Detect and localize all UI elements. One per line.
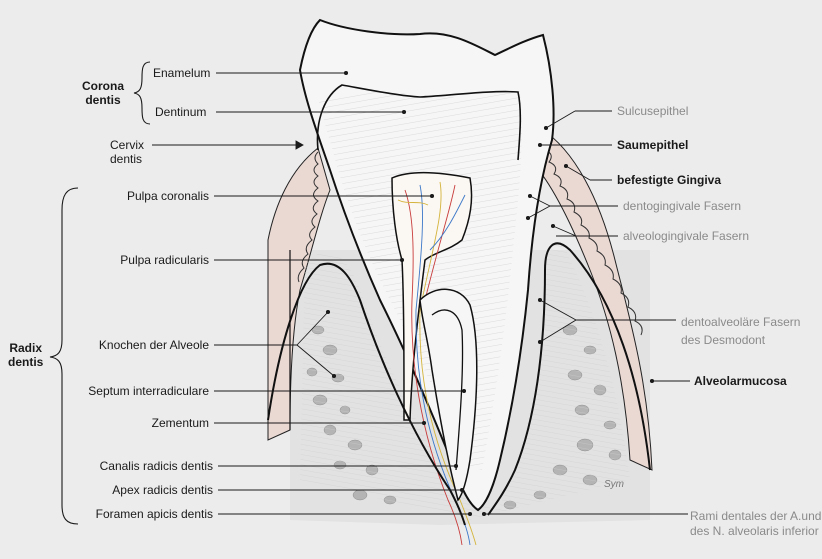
label-rami-dentales: Rami dentales der A.und des N. alveolari… — [690, 509, 822, 538]
label-pulpa-coronalis: Pulpa coronalis — [126, 189, 209, 203]
label-cervix-dentis: Cervix dentis — [110, 138, 145, 166]
label-foramen-apicis-dentis: Foramen apicis dentis — [95, 507, 213, 521]
leader-lines-right — [481, 110, 690, 517]
brace-corona — [133, 61, 151, 125]
label-septum-interradiculare: Septum interradiculare — [88, 384, 209, 398]
group-corona-dentis: Corona dentis — [82, 79, 124, 107]
label-apex-radicis-dentis: Apex radicis dentis — [112, 483, 213, 497]
label-befestigte-gingiva: befestigte Gingiva — [617, 173, 722, 187]
label-alveolarmucosa: Alveolarmucosa — [694, 374, 787, 388]
label-saumepithel: Saumepithel — [617, 138, 689, 152]
group-radix-dentis: Radix dentis — [8, 341, 44, 369]
artist-signature: Sym — [604, 479, 624, 490]
alveolar-crest-right — [487, 242, 651, 516]
label-sulcusepithel: Sulcusepithel — [617, 104, 689, 118]
label-enamelum: Enamelum — [153, 66, 211, 80]
label-dentoalveolaere-fasern: dentoalveoläre Fasern des Desmodont — [681, 315, 801, 347]
label-knochen-der-alveole: Knochen der Alveole — [98, 338, 209, 352]
label-pulpa-radicularis: Pulpa radicularis — [120, 253, 209, 267]
dentin-enamel-junction — [316, 84, 522, 161]
gingiva-ridges-left — [297, 151, 319, 283]
pulp-vessels — [397, 181, 477, 546]
label-dentinum: Dentinum — [155, 105, 207, 119]
label-alveologingivale-fasern: alveologingivale Fasern — [623, 229, 750, 243]
gingiva-left — [267, 147, 331, 441]
label-dentogingivale-fasern: dentogingivale Fasern — [623, 199, 742, 213]
label-zementum: Zementum — [151, 416, 209, 430]
periodontal-space — [300, 241, 630, 521]
brace-radix — [49, 187, 79, 525]
label-canalis-radicis-dentis: Canalis radicis dentis — [99, 459, 213, 473]
leader-lines — [152, 70, 473, 517]
gingiva-ridges-right — [544, 149, 643, 336]
